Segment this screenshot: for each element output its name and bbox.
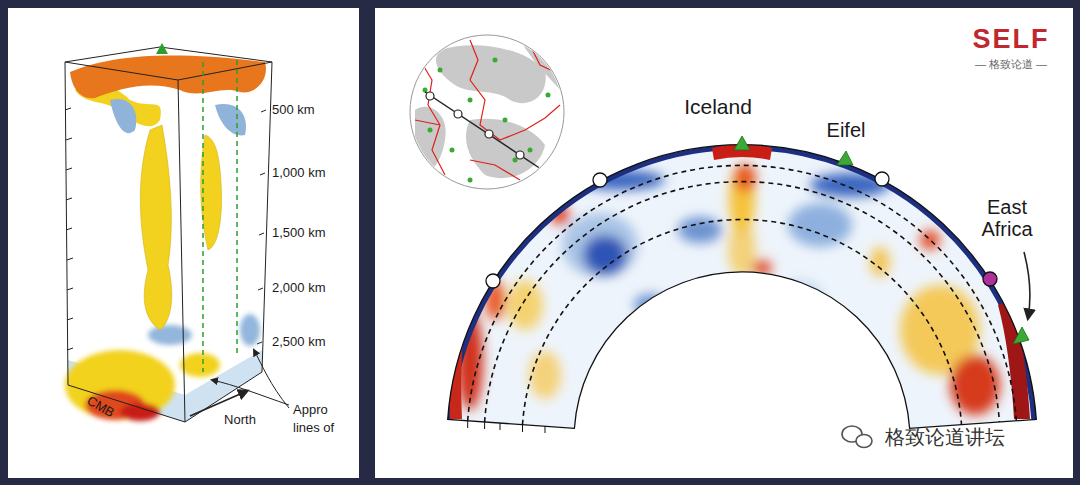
watermark: 格致论道讲坛 (885, 426, 1005, 448)
tomography-section (448, 136, 1037, 433)
location-label: Eifel (827, 119, 866, 141)
depth-label: 1,500 km (272, 226, 325, 240)
logo-subtitle: — 格致论道 — (975, 58, 1047, 70)
inset-globe (410, 35, 564, 189)
annotation-text: Appro (293, 403, 328, 417)
plume-block (65, 43, 289, 422)
depth-label: 2,500 km (272, 335, 325, 349)
depth-label: 500 km (272, 103, 315, 117)
axis-label: CMB (84, 394, 116, 421)
depth-label: 1,000 km (272, 166, 325, 180)
location-label: East Africa (972, 196, 1042, 240)
logo-and-watermark-icon (842, 426, 872, 448)
direction-label: North (224, 413, 256, 427)
depth-label: 2,000 km (272, 281, 325, 295)
location-label: Iceland (684, 95, 752, 118)
annotation-text: lines of (293, 421, 334, 435)
logo-text: SELF (972, 25, 1049, 55)
